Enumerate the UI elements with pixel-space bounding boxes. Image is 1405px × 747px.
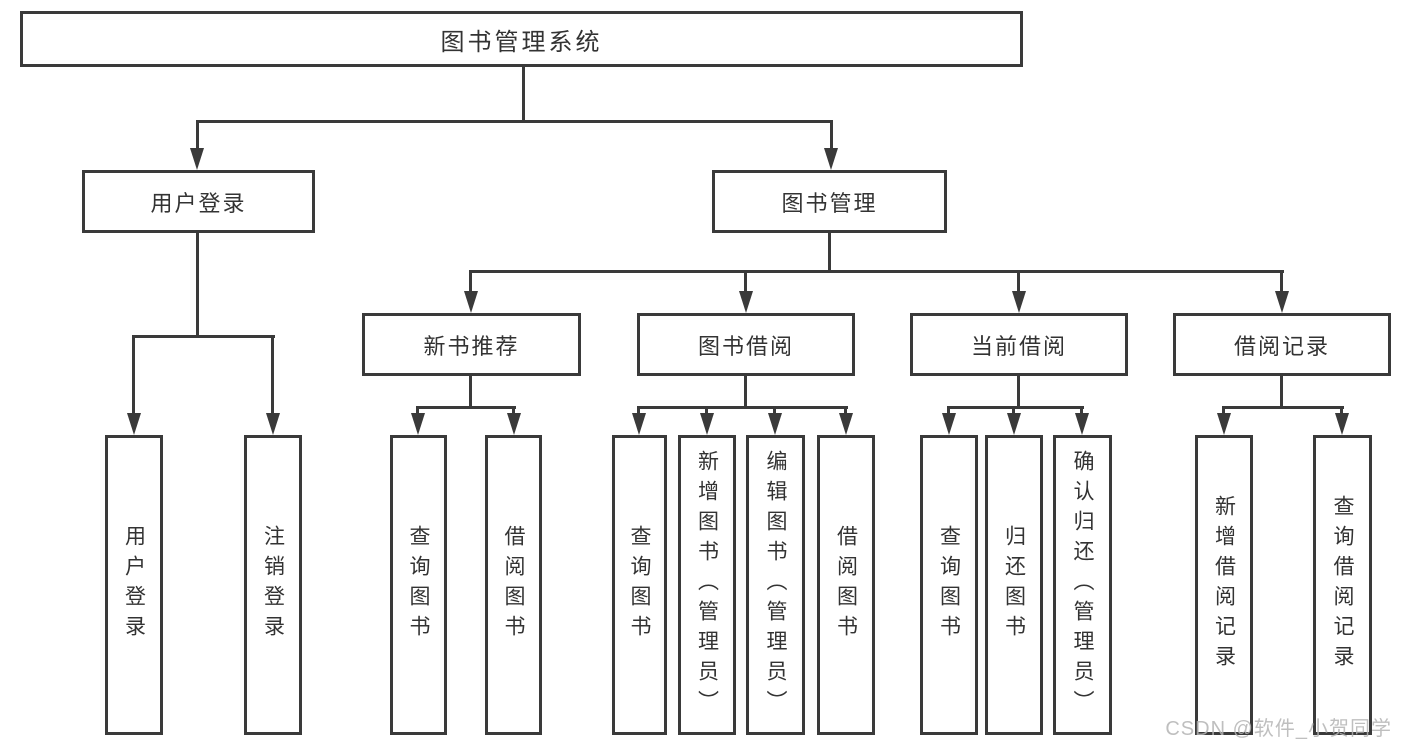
- connector-line: [1223, 406, 1344, 409]
- arrow-down-icon: [739, 291, 753, 313]
- arrow-down-icon: [1217, 413, 1231, 435]
- node-user-login: 用户登录: [82, 170, 315, 233]
- connector-line: [417, 406, 516, 409]
- connector-line: [1012, 406, 1015, 417]
- arrow-down-icon: [1012, 291, 1026, 313]
- leaf-logout-label: 注销登录: [261, 525, 285, 645]
- node-borrow-records: 借阅记录: [1173, 313, 1391, 376]
- arrow-down-icon: [266, 413, 280, 435]
- leaf-query-borrow-record: 查询借阅记录: [1313, 435, 1372, 735]
- node-new-book-recommend: 新书推荐: [362, 313, 581, 376]
- arrow-down-icon: [411, 413, 425, 435]
- connector-line: [512, 406, 515, 417]
- leaf-borrow-book: 借阅图书: [817, 435, 875, 735]
- connector-line: [1080, 406, 1083, 417]
- arrow-down-icon: [768, 413, 782, 435]
- connector-line: [948, 406, 1084, 409]
- node-book-borrowing: 图书借阅: [637, 313, 855, 376]
- connector-line: [133, 335, 275, 338]
- arrow-down-icon: [1335, 413, 1349, 435]
- leaf-user-login: 用户登录: [105, 435, 163, 735]
- watermark: CSDN @软件_小贺同学: [1165, 718, 1392, 740]
- leaf-confirm-return-admin: 确认归还（管理员）: [1053, 435, 1112, 735]
- connector-line: [947, 406, 950, 417]
- connector-line: [469, 270, 472, 295]
- leaf-add-borrow-record-label: 新增借阅记录: [1212, 495, 1236, 675]
- connector-line: [830, 120, 833, 153]
- connector-line: [196, 120, 199, 153]
- leaf-add-book-admin: 新增图书（管理员）: [678, 435, 736, 735]
- connector-line: [1280, 376, 1283, 406]
- arrow-down-icon: [700, 413, 714, 435]
- arrow-down-icon: [839, 413, 853, 435]
- leaf-query-book-current: 查询图书: [920, 435, 978, 735]
- node-library-system-label: 图书管理系统: [440, 28, 603, 56]
- connector-line: [271, 335, 274, 417]
- connector-line: [196, 233, 199, 335]
- leaf-query-book-borrowing: 查询图书: [612, 435, 667, 735]
- leaf-query-book-recommend-label: 查询图书: [407, 525, 430, 645]
- arrow-down-icon: [632, 413, 646, 435]
- arrow-down-icon: [824, 148, 838, 170]
- leaf-logout: 注销登录: [244, 435, 302, 735]
- node-book-borrowing-label: 图书借阅: [697, 333, 794, 359]
- leaf-return-book-label: 归还图书: [1002, 525, 1026, 645]
- node-new-book-recommend-label: 新书推荐: [423, 333, 520, 359]
- arrow-down-icon: [1007, 413, 1021, 435]
- node-current-borrowing: 当前借阅: [910, 313, 1128, 376]
- arrow-down-icon: [1075, 413, 1089, 435]
- connector-line: [1280, 270, 1283, 295]
- node-book-management: 图书管理: [712, 170, 947, 233]
- connector-line: [1017, 270, 1020, 295]
- connector-line: [638, 406, 848, 409]
- connector-line: [469, 376, 472, 406]
- leaf-user-login-label: 用户登录: [122, 525, 146, 645]
- connector-line: [844, 406, 847, 417]
- leaf-edit-book-admin: 编辑图书（管理员）: [746, 435, 805, 735]
- connector-line: [1222, 406, 1225, 417]
- connector-line: [1017, 376, 1020, 406]
- connector-line: [1340, 406, 1343, 417]
- arrow-down-icon: [507, 413, 521, 435]
- leaf-add-borrow-record: 新增借阅记录: [1195, 435, 1253, 735]
- arrow-down-icon: [464, 291, 478, 313]
- node-user-login-label: 用户登录: [150, 190, 247, 216]
- leaf-edit-book-admin-label: 编辑图书（管理员）: [764, 450, 787, 720]
- connector-line: [705, 406, 708, 417]
- leaf-confirm-return-admin-label: 确认归还（管理员）: [1071, 450, 1094, 720]
- arrow-down-icon: [127, 413, 141, 435]
- connector-line: [773, 406, 776, 417]
- leaf-query-borrow-record-label: 查询借阅记录: [1331, 495, 1354, 675]
- arrow-down-icon: [190, 148, 204, 170]
- leaf-borrow-book-label: 借阅图书: [834, 525, 858, 645]
- connector-line: [416, 406, 419, 417]
- leaf-add-book-admin-label: 新增图书（管理员）: [695, 450, 719, 720]
- connector-line: [196, 120, 833, 123]
- connector-line: [470, 270, 1284, 273]
- leaf-borrow-book-recommend: 借阅图书: [485, 435, 542, 735]
- connector-line: [637, 406, 640, 417]
- leaf-return-book: 归还图书: [985, 435, 1043, 735]
- leaf-query-book-borrowing-label: 查询图书: [628, 525, 651, 645]
- arrow-down-icon: [942, 413, 956, 435]
- connector-line: [522, 67, 525, 120]
- leaf-query-book-recommend: 查询图书: [390, 435, 447, 735]
- leaf-query-book-current-label: 查询图书: [937, 525, 961, 645]
- connector-line: [744, 376, 747, 406]
- connector-line: [744, 270, 747, 295]
- node-borrow-records-label: 借阅记录: [1233, 333, 1330, 359]
- node-library-system: 图书管理系统: [20, 11, 1023, 67]
- leaf-borrow-book-recommend-label: 借阅图书: [502, 525, 525, 645]
- connector-line: [828, 233, 831, 270]
- node-current-borrowing-label: 当前借阅: [970, 333, 1067, 359]
- connector-line: [132, 335, 135, 417]
- node-book-management-label: 图书管理: [781, 190, 878, 216]
- arrow-down-icon: [1275, 291, 1289, 313]
